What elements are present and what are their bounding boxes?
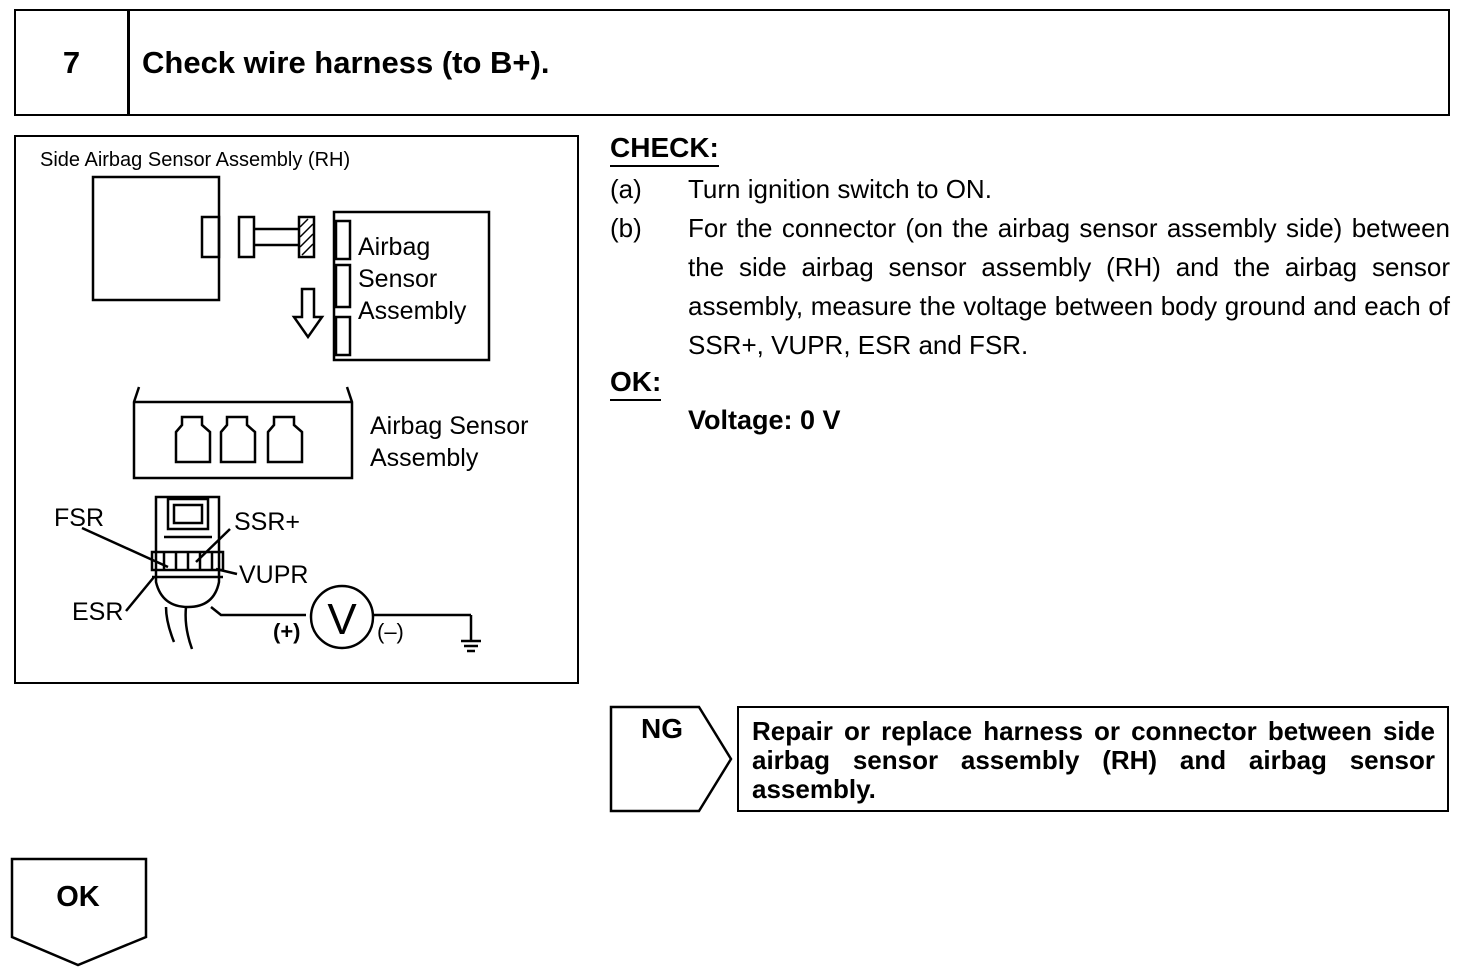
- down-arrow-icon: [291, 287, 325, 340]
- ok-arrow-icon: [10, 857, 148, 967]
- figure-title: Side Airbag Sensor Assembly (RH): [40, 149, 350, 171]
- ok-heading-wrap: OK:: [610, 366, 662, 401]
- wiring-illustration: Side Airbag Sensor Assembly (RH) Airbag …: [14, 135, 579, 684]
- check-heading-wrap: CHECK:: [610, 132, 719, 167]
- side-sensor-connector: [200, 215, 221, 259]
- ng-label: NG: [641, 713, 683, 744]
- unit-label-line3: Assembly: [358, 297, 467, 325]
- step-a-text: Turn ignition switch to ON.: [688, 174, 992, 204]
- step-b-text: For the connector (on the airbag sensor …: [688, 213, 1450, 360]
- connector-label-line2: Assembly: [370, 444, 479, 472]
- terminal-vupr: VUPR: [239, 561, 308, 589]
- unit-label-line1: Airbag: [358, 233, 430, 261]
- meter-minus: (–): [377, 619, 404, 644]
- unit-label-line2: Sensor: [358, 265, 437, 293]
- step-title: Check wire harness (to B+).: [142, 45, 550, 80]
- ng-action: Repair or replace harness or connector b…: [737, 706, 1449, 812]
- voltmeter-symbol: V: [327, 595, 357, 644]
- terminal-fsr: FSR: [54, 504, 104, 532]
- ok-label: OK: [56, 881, 100, 913]
- connector-plug: [237, 215, 256, 259]
- step-number: 7: [16, 11, 130, 114]
- terminal-esr: ESR: [72, 598, 123, 626]
- airbag-sensor-unit: [332, 210, 491, 362]
- connector-label-line1: Airbag Sensor: [370, 412, 528, 440]
- connector-plug-hatched: [297, 215, 316, 259]
- connector-face: [132, 386, 354, 480]
- ng-arrow-icon: [609, 705, 733, 813]
- step-a-marker: (a): [610, 174, 642, 204]
- meter-plus: (+): [273, 619, 301, 644]
- ground-icon: [461, 639, 481, 653]
- connector-diagram: Side Airbag Sensor Assembly (RH) Airbag …: [40, 149, 528, 653]
- voltmeter: [309, 584, 375, 650]
- step-header: 7 Check wire harness (to B+).: [14, 9, 1450, 116]
- step-b-marker: (b): [610, 213, 642, 243]
- side-airbag-sensor: [91, 175, 221, 302]
- check-heading: CHECK:: [610, 132, 719, 167]
- voltage-spec: Voltage: 0 V: [688, 405, 841, 435]
- harness-connector: [154, 495, 221, 609]
- ok-heading: OK:: [610, 366, 662, 401]
- terminal-ssr-plus: SSR+: [234, 508, 300, 536]
